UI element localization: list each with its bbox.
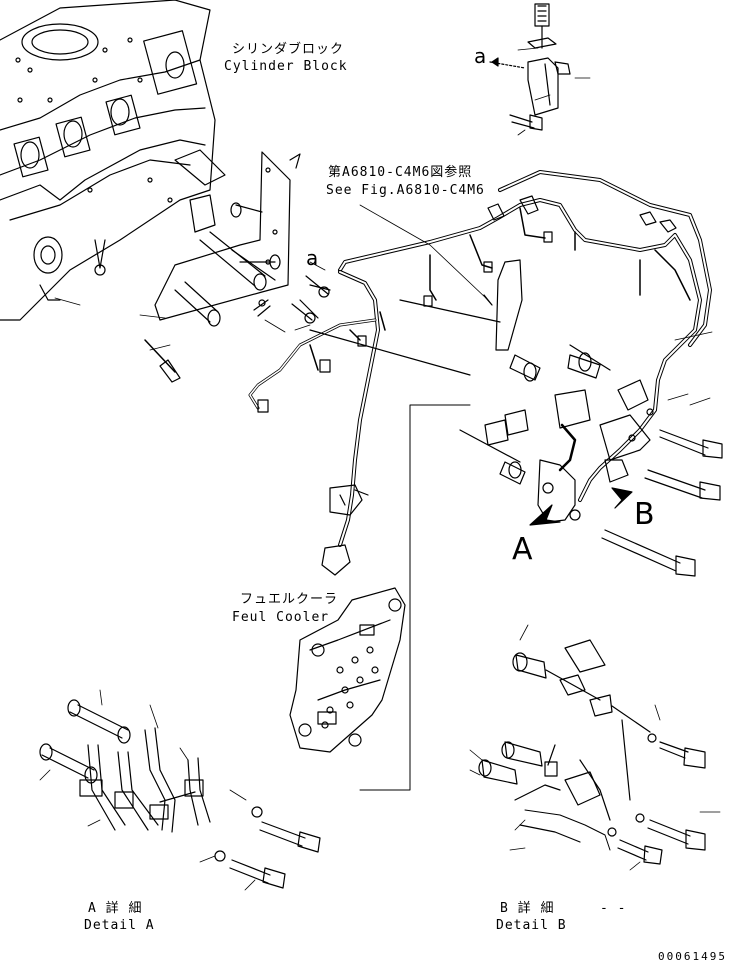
see-fig-label-en: See Fig.A6810-C4M6	[326, 183, 485, 198]
detail-b-dash: - -	[600, 901, 627, 916]
fuel-cooler-label-jp: フュエルクーラ	[240, 592, 339, 607]
detail-b-illustration	[470, 625, 720, 870]
fuel-cooler-illustration	[290, 588, 405, 752]
callout-a-small-top: a	[474, 44, 487, 68]
detail-b-label-jp: B 詳 細	[500, 901, 555, 916]
arrow-a	[530, 505, 560, 525]
cylinder-block-label-en: Cylinder Block	[224, 59, 348, 74]
figure-code: 00061495	[658, 950, 727, 963]
detail-b-label-en: Detail B	[496, 918, 567, 933]
mounting-bracket-left	[145, 152, 330, 382]
bolts-right	[602, 332, 722, 576]
harness-bracket-center	[310, 260, 653, 522]
detail-a-top-bracket	[490, 4, 590, 135]
callout-b-letter: B	[634, 497, 655, 532]
wiring-harness	[250, 172, 710, 575]
arrow-b	[612, 488, 632, 508]
fuel-cooler-label-en: Feul Cooler	[232, 610, 330, 625]
detail-a-illustration	[40, 690, 320, 890]
callout-a-small-mid: a	[306, 246, 319, 270]
detail-a-label-jp: A 詳 細	[88, 901, 143, 916]
cylinder-block-label-jp: シリンダブロック	[232, 42, 345, 57]
detail-a-label-en: Detail A	[84, 918, 155, 933]
callout-a-letter: A	[512, 532, 533, 567]
see-fig-label-jp: 第A6810-C4M6図参照	[328, 165, 473, 180]
cylinder-block-illustration	[0, 0, 225, 320]
